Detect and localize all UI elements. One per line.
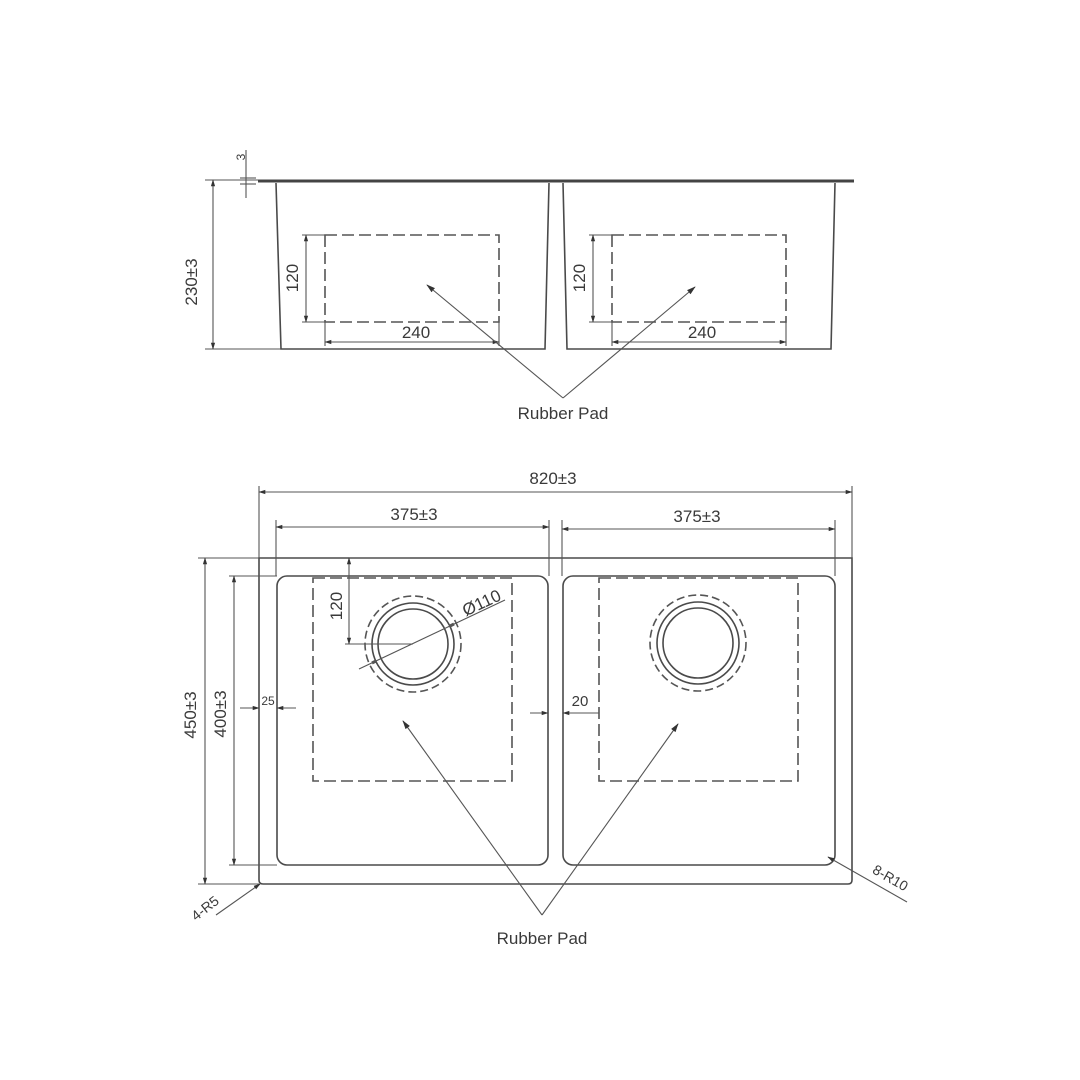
dim-label: 375±3 — [673, 507, 720, 526]
right-bowl-profile — [562, 182, 836, 350]
left-bowl — [276, 575, 549, 866]
dim-left-bowl-width: 375±3 — [275, 505, 550, 576]
dim-side-margin: 25 — [240, 694, 296, 711]
dim-overall-depth: 450±3 — [181, 557, 259, 885]
dim-rim-thickness: 3 — [234, 150, 256, 198]
left-rubber-pad-side: 120 240 — [283, 234, 500, 346]
dim-label: 20 — [572, 693, 589, 710]
right-rubber-pad-side: 120 240 — [570, 234, 787, 346]
dim-label: 120 — [570, 264, 589, 292]
dim-right-bowl-width: 375±3 — [561, 507, 836, 576]
dim-label: 400±3 — [211, 690, 230, 737]
dim-drain-offset: 120 — [327, 557, 413, 645]
right-rubber-pad-top — [598, 577, 799, 782]
dim-label: 375±3 — [390, 505, 437, 524]
side-view: 230±3 3 120 240 120 — [182, 150, 854, 423]
dim-label: 450±3 — [181, 691, 200, 738]
callout-label: Rubber Pad — [518, 404, 609, 423]
dim-label: Ø110 — [459, 586, 504, 620]
left-rubber-pad-top — [312, 577, 513, 782]
dim-label: 240 — [688, 323, 716, 342]
left-bowl-profile — [275, 182, 550, 350]
rubber-pad-callout-side: Rubber Pad — [426, 284, 696, 423]
rubber-pad-callout-top: Rubber Pad — [402, 720, 679, 948]
dim-label: 240 — [402, 323, 430, 342]
dim-bowl-corner-radius: 8-R10 — [827, 856, 911, 903]
right-drain — [649, 594, 747, 692]
top-view: 820±3 375±3 375±3 450±3 400± — [181, 469, 911, 948]
dim-outer-corner-radius: 4-R5 — [188, 883, 261, 924]
dim-bowl-depth: 400±3 — [211, 575, 277, 866]
dim-label: 4-R5 — [188, 892, 222, 923]
dim-label: 25 — [261, 694, 275, 708]
dim-overall-width: 820±3 — [258, 469, 853, 558]
outer-rim — [258, 557, 853, 885]
dim-center-divider: 20 — [530, 693, 599, 716]
dim-label: 3 — [234, 153, 248, 160]
dim-height-230: 230±3 — [182, 179, 281, 350]
dim-label: 120 — [283, 264, 302, 292]
callout-label: Rubber Pad — [497, 929, 588, 948]
dim-label: 230±3 — [182, 258, 201, 305]
dim-label: 8-R10 — [870, 861, 911, 894]
dim-label: 820±3 — [529, 469, 576, 488]
dim-label: 120 — [327, 592, 346, 620]
right-bowl — [562, 575, 836, 866]
